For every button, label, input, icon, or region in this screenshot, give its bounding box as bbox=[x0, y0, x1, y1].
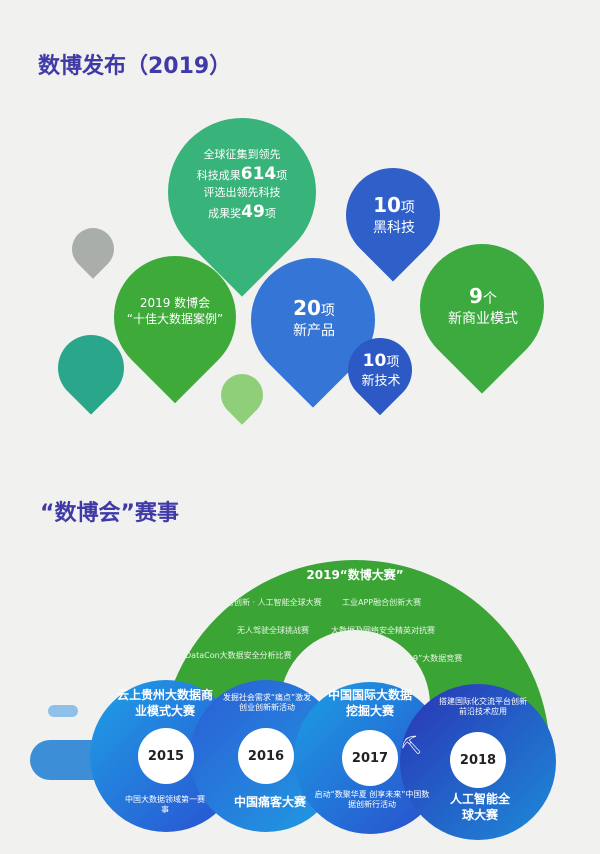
contest-2015-note: 中国大数据领域第一赛事 bbox=[125, 795, 205, 815]
cases-text: 2019 数博会 “十佳大数据案例” bbox=[116, 295, 234, 327]
unit: 个 bbox=[482, 291, 497, 307]
label: 2019 数博会 bbox=[139, 296, 211, 310]
contest-2018-name: 人工智能全球大赛 bbox=[449, 792, 510, 822]
text-line: 项 bbox=[276, 168, 288, 182]
pin-grey bbox=[63, 219, 123, 279]
event-item: DataCon大数据安全分析比赛 bbox=[185, 651, 292, 660]
section-title-contests: “数博会”赛事 bbox=[40, 501, 179, 526]
count: 10 bbox=[362, 351, 387, 371]
text-line: 评选出领先科技 bbox=[203, 185, 281, 199]
label: 新产品 bbox=[293, 323, 335, 339]
contest-2017-note: 启动“数聚华夏 创享未来”中国数据创新行活动 bbox=[314, 790, 430, 810]
unit: 项 bbox=[320, 303, 335, 319]
achievements-text: 全球征集到领先 科技成果614项 评选出领先科技 成果奖49项 bbox=[170, 148, 314, 224]
year-badge-2015: 2015 bbox=[138, 728, 194, 784]
pin-lightgreen-small bbox=[212, 365, 272, 425]
count-49: 49 bbox=[241, 201, 265, 222]
label: 新商业模式 bbox=[448, 311, 518, 327]
cloud-icon bbox=[48, 705, 78, 717]
contest-2015-name: 云上贵州大数据商业模式大赛 bbox=[116, 688, 213, 718]
unit: 项 bbox=[386, 355, 400, 370]
event-item: 工业APP融合创新大赛 bbox=[342, 598, 422, 607]
year-badge-2016: 2016 bbox=[238, 728, 294, 784]
unit: 项 bbox=[400, 200, 415, 216]
contest-2016-note: 发掘社会需求“痛点”激发创业创新新活动 bbox=[222, 693, 312, 713]
text-line: 全球征集到领先 bbox=[203, 148, 281, 161]
event-item: 无人驾驶全球挑战赛 bbox=[237, 626, 309, 635]
section-title-release: 数博发布（2019） bbox=[38, 54, 232, 79]
event-item: “智税 · 2019”大数据竞赛 bbox=[370, 654, 463, 663]
business-models-text: 9个新商业模式 bbox=[424, 283, 542, 329]
count-614: 614 bbox=[240, 163, 277, 184]
text-line: 成果奖 bbox=[208, 206, 242, 220]
new-tech-text: 10项新技术 bbox=[350, 350, 412, 390]
worker-shovel-icon: ⛏ bbox=[400, 735, 423, 756]
contest-2016-name: 中国痛客大赛 bbox=[233, 795, 306, 809]
text-line: 科技成果 bbox=[196, 168, 241, 182]
count: 10 bbox=[373, 193, 401, 217]
year-badge-2017: 2017 bbox=[342, 730, 398, 786]
count: 20 bbox=[293, 296, 321, 320]
event-item: 大数据及网络安全精英对抗赛 bbox=[331, 626, 435, 635]
text-line: 项 bbox=[264, 206, 276, 220]
label: 黑科技 bbox=[373, 220, 415, 236]
label: 新技术 bbox=[361, 373, 401, 389]
label: “十佳大数据案例” bbox=[126, 312, 224, 327]
contest-2018-note: 搭建国际化交流平台创新前沿技术应用 bbox=[439, 697, 527, 717]
contest-2017-name: 中国国际大数据挖掘大赛 bbox=[327, 688, 412, 718]
year-badge-2018: 2018 bbox=[450, 732, 506, 788]
event-item: 融合创新 · 人工智能全球大赛 bbox=[218, 598, 322, 607]
count: 9 bbox=[469, 284, 483, 308]
black-tech-text: 10项黑科技 bbox=[350, 192, 438, 238]
new-products-text: 20项新产品 bbox=[255, 295, 373, 341]
contest-2019-title: 2019“数博大赛” bbox=[306, 568, 404, 582]
